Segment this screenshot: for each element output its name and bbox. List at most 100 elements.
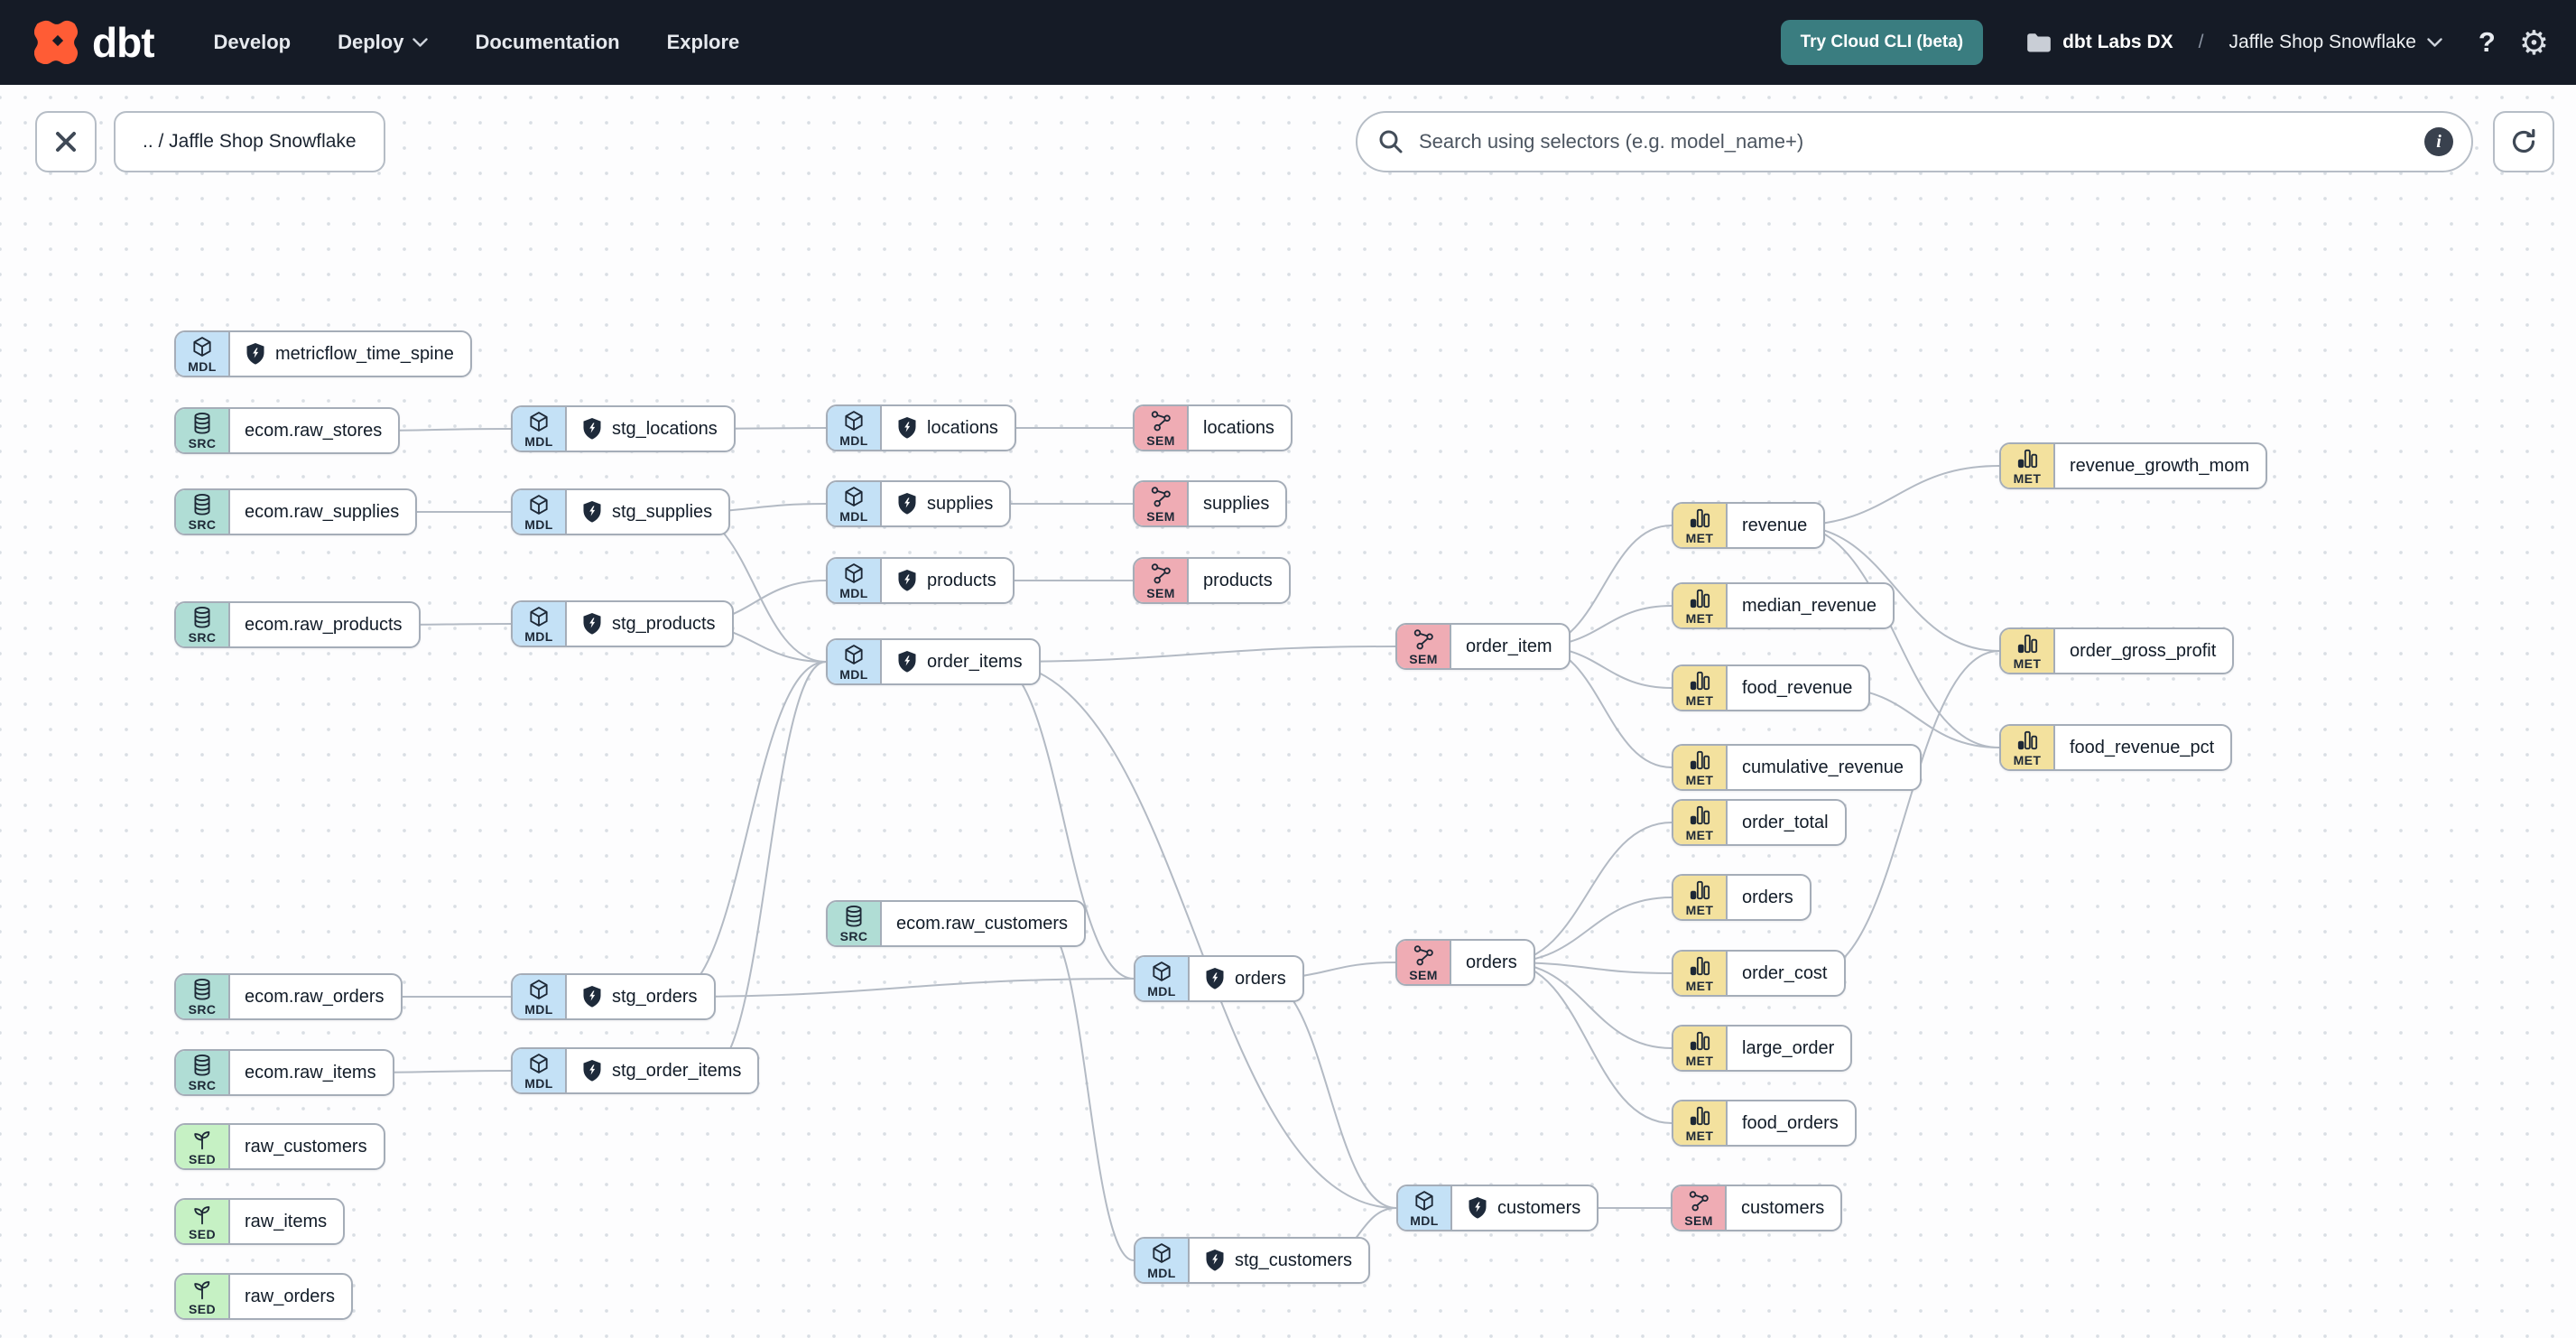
search-input[interactable]: [1417, 129, 2424, 154]
database-icon: SRC: [828, 902, 882, 945]
edge-order_items-to-sem_order_item: [993, 646, 1396, 663]
nav-item-develop[interactable]: Develop: [213, 31, 292, 53]
breadcrumb[interactable]: .. / Jaffle Shop Snowflake: [114, 111, 385, 172]
folder-icon: [2027, 33, 2051, 52]
nav-item-explore[interactable]: Explore: [666, 31, 740, 53]
graph-node-revenue[interactable]: MET revenue: [1672, 502, 1826, 549]
try-cloud-cli-button[interactable]: Try Cloud CLI (beta): [1780, 20, 1984, 65]
node-label: stg_locations: [612, 418, 718, 439]
cube-icon: MDL: [513, 975, 567, 1018]
bar-chart-icon: MET: [1673, 504, 1728, 547]
node-label: customers: [1497, 1197, 1581, 1218]
shield-icon: [896, 416, 918, 440]
info-icon[interactable]: i: [2424, 127, 2453, 156]
refresh-button[interactable]: [2493, 111, 2554, 172]
node-label: order_item: [1466, 636, 1552, 656]
graph-node-revenue_growth_mom[interactable]: MET revenue_growth_mom: [1999, 442, 2267, 489]
bar-chart-icon: MET: [1673, 746, 1728, 789]
bar-chart-icon: MET: [1673, 952, 1728, 995]
node-label: orders: [1466, 952, 1517, 972]
node-label: ecom.raw_stores: [245, 420, 383, 441]
question-mark-icon[interactable]: ?: [2478, 26, 2496, 58]
edge-revenue-to-revenue_growth_mom: [1792, 465, 2000, 526]
graph-node-sem_order_item[interactable]: SEM order_item: [1395, 623, 1571, 670]
graph-node-food_revenue_pct[interactable]: MET food_revenue_pct: [1999, 724, 2233, 771]
close-button[interactable]: [35, 111, 97, 172]
shield-icon: [896, 569, 918, 592]
seedling-icon: SED: [176, 1200, 230, 1243]
shield-icon: [245, 342, 266, 366]
project-switcher[interactable]: Jaffle Shop Snowflake: [2229, 32, 2442, 53]
share-icon: SEM: [1397, 941, 1451, 984]
graph-node-sem_orders[interactable]: SEM orders: [1395, 939, 1535, 986]
gear-icon[interactable]: ⚙: [2518, 23, 2549, 61]
database-icon: SRC: [176, 975, 230, 1018]
dbt-logo[interactable]: dbt: [33, 17, 155, 69]
shield-icon: [581, 612, 603, 636]
cube-icon: MDL: [828, 406, 882, 450]
edge-revenue-to-order_gross_profit: [1792, 525, 2000, 652]
node-label: supplies: [1203, 493, 1270, 514]
nav-links: Develop Deploy Documentation Explore: [214, 31, 740, 54]
account-name: dbt Labs DX: [2062, 32, 2173, 52]
account-switcher[interactable]: dbt Labs DX: [2026, 32, 2173, 53]
database-icon: SRC: [176, 1051, 230, 1094]
bar-chart-icon: MET: [2001, 726, 2055, 769]
breadcrumb-separator: /: [2198, 32, 2204, 52]
node-label: raw_items: [245, 1211, 328, 1231]
node-label: large_order: [1742, 1037, 1835, 1058]
project-name: Jaffle Shop Snowflake: [2229, 32, 2416, 52]
shield-icon: [1467, 1196, 1488, 1220]
bar-chart-icon: MET: [2001, 444, 2055, 488]
node-label: revenue: [1742, 515, 1808, 535]
shield-icon: [896, 492, 918, 516]
nav-item-deploy[interactable]: Deploy: [338, 31, 429, 54]
chevron-down-icon: [412, 37, 429, 47]
share-icon: SEM: [1397, 625, 1451, 668]
nav-item-documentation[interactable]: Documentation: [475, 31, 620, 53]
node-label: revenue_growth_mom: [2070, 455, 2249, 476]
node-label: orders: [1742, 887, 1793, 907]
node-label: products: [1203, 570, 1273, 590]
node-label: food_revenue_pct: [2070, 737, 2215, 757]
graph-node-raw_items[interactable]: SED raw_items: [174, 1198, 346, 1245]
node-label: stg_supplies: [612, 501, 713, 522]
shield-icon: [581, 985, 603, 1008]
close-icon: [56, 132, 76, 152]
